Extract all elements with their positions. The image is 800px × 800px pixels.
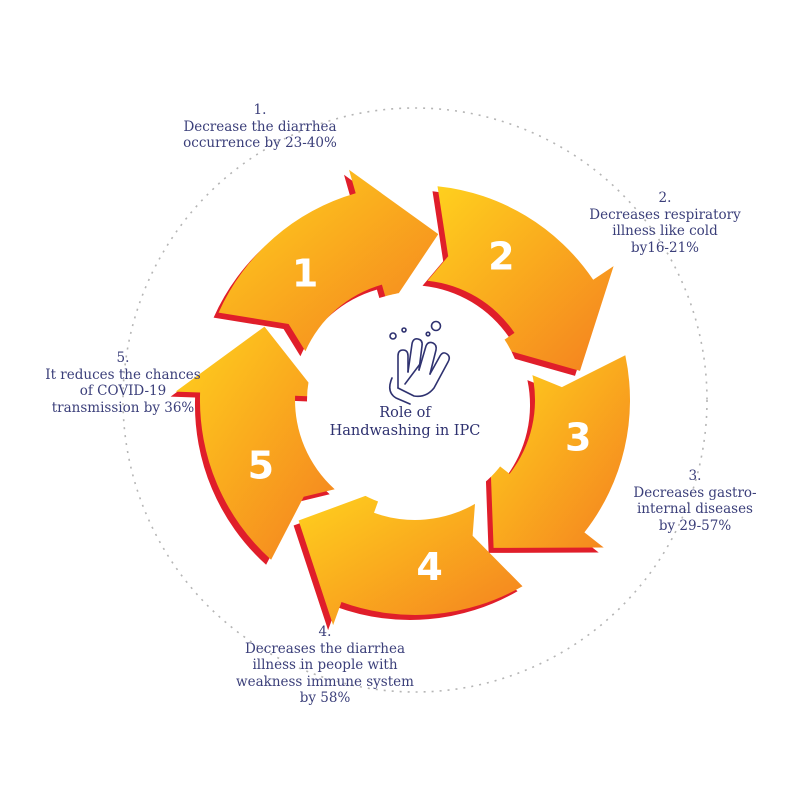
step-4-line-4: by 58% [299, 690, 351, 706]
arrow-segment-5 [175, 326, 335, 560]
arrow-segment-2 [427, 186, 614, 371]
arrow-3-number: 3 [565, 416, 591, 460]
step-1-line-1: Decrease the diarrhea [183, 118, 337, 135]
center-circle [307, 292, 523, 508]
step-3-caption: 3. Decreases gastro- internal diseases b… [620, 468, 770, 534]
step-1-line-2: occurrence by 23-40% [183, 135, 337, 151]
arrow-4-number: 4 [416, 545, 442, 589]
step-1-number-label: 1. [253, 102, 267, 118]
arrow-segment-4 [298, 489, 523, 626]
arrow-5-number: 5 [248, 443, 274, 487]
center-title-line-1: Role of [379, 405, 431, 421]
arrow-segment-1 [218, 169, 439, 352]
washing-hands-icon [388, 320, 451, 405]
center-title-line-2: Handwashing in IPC [329, 423, 481, 439]
step-2-line-3: by16-21% [630, 239, 699, 256]
arrow-2-number: 2 [488, 234, 514, 278]
step-2-number-label: 2. [658, 190, 672, 206]
dotted-outer-ring [122, 107, 708, 693]
step-2-caption: 2. Decreases respiratory illness like co… [580, 190, 750, 256]
step-3-line-3: by 29-57% [658, 517, 732, 534]
step-4-line-1: Decreases the diarrhea [244, 640, 406, 657]
step-5-line-2: of COVID-19 [79, 383, 167, 399]
step-4-line-2: illness in people with [252, 657, 398, 673]
step-2-line-2: illness like cold [612, 223, 718, 239]
step-4-line-3: weakness immune system [236, 673, 414, 690]
arrow-1-number: 1 [292, 252, 318, 296]
step-5-line-3: transmission by 36% [51, 399, 195, 416]
step-3-line-1: Decreases gastro- [633, 484, 757, 501]
step-2-line-1: Decreases respiratory [589, 206, 741, 223]
center-title: Role of Handwashing in IPC [320, 404, 490, 440]
step-5-caption: 5. It reduces the chances of COVID-19 tr… [28, 350, 218, 416]
arrow-segment-3 [490, 355, 630, 548]
step-3-line-2: internal diseases [636, 501, 753, 517]
step-4-caption: 4. Decreases the diarrhea illness in peo… [225, 624, 425, 707]
step-3-number-label: 3. [688, 468, 702, 484]
step-4-number-label: 4. [318, 624, 332, 640]
step-1-caption: 1. Decrease the diarrhea occurrence by 2… [180, 102, 340, 152]
step-5-line-1: It reduces the chances [45, 366, 201, 383]
step-5-number-label: 5. [116, 350, 130, 366]
